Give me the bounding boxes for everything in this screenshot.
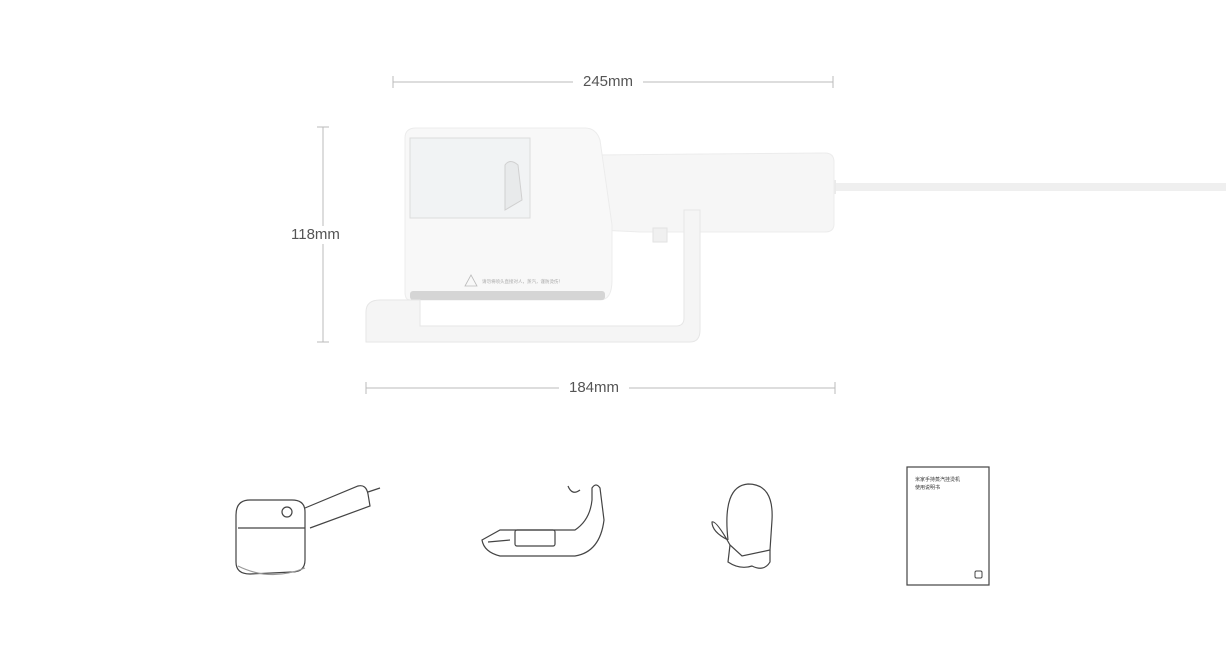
dimension-label-length: 245mm bbox=[573, 73, 644, 91]
steamer-handle bbox=[597, 152, 835, 233]
steamer-product-image: 请勿将喷头直接对人，蒸汽，谨防烫伤！ bbox=[365, 127, 1226, 343]
manual-title-line2: 使用说明书 bbox=[915, 485, 941, 491]
mi-logo-icon bbox=[974, 570, 983, 579]
manual-title: 米家手持蒸汽挂烫机 使用说明书 bbox=[915, 476, 985, 492]
accessory-stand-icon bbox=[481, 484, 605, 557]
accessory-steamer-icon bbox=[235, 485, 381, 576]
warning-label: 请勿将喷头直接对人，蒸汽，谨防烫伤！ bbox=[482, 278, 563, 285]
dimension-label-height: 118mm bbox=[281, 226, 350, 244]
power-cord bbox=[833, 183, 1226, 191]
dimension-label-base-length: 184mm bbox=[559, 379, 630, 397]
warning-triangle-icon bbox=[464, 274, 478, 287]
accessory-glove-icon bbox=[711, 483, 773, 569]
steamer-stand bbox=[365, 209, 701, 343]
manual-title-line1: 米家手持蒸汽挂烫机 bbox=[915, 477, 961, 483]
soleplate bbox=[410, 291, 605, 300]
accessory-manual-icon bbox=[906, 466, 990, 586]
